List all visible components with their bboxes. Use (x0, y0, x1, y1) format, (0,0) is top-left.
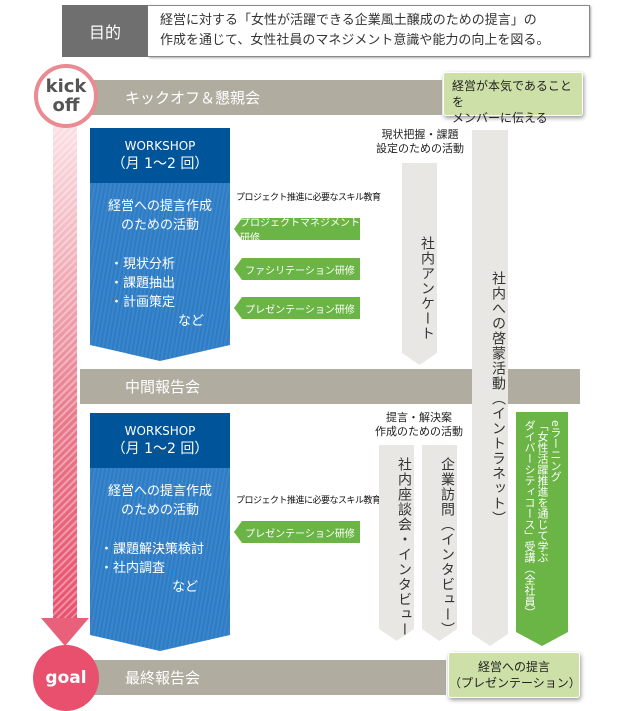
label-line: 作成のための活動 (375, 425, 463, 438)
workshop-frequency: （月 1〜2 回） (111, 441, 209, 457)
activity-title: のための活動 (120, 218, 199, 233)
purpose-text: 経営に対する「女性が活躍できる企業風土醸成のための提言」の作成を通じて、女性社員… (148, 5, 590, 57)
note-line: （プレゼンテーション） (449, 676, 581, 690)
survey-column: 社内アンケート (402, 163, 437, 365)
workshop-1: WORKSHOP （月 1〜2 回） 経営への提言作成のための活動 ・現状分析・課… (90, 128, 230, 361)
activity-title: 経営への提言作成 (107, 199, 212, 214)
activity-item: ・課題抽出 (110, 276, 176, 291)
band-kickoff: キックオフ＆懇親会 (80, 80, 442, 115)
training-tag: プロジェクトマネジメント研修 (234, 218, 360, 240)
workshop-header: WORKSHOP （月 1〜2 回） (90, 413, 230, 468)
elearning-line: ダイバーシティコース」受講（全社員） (523, 420, 536, 618)
activity-item: ・課題解決策検討 (100, 542, 205, 557)
timeline-arrow-shaft (53, 126, 77, 620)
elearning-line: 「女性活躍推進を通じて学ぶ (536, 420, 549, 563)
roundtable-column: 社内座談会・インタビュー (379, 445, 414, 641)
activity-title: 経営への提言作成 (107, 484, 212, 499)
timeline-arrow-head (41, 618, 89, 646)
workshop-body: 経営への提言作成のための活動 ・現状分析・課題抽出・計画策定など (90, 183, 230, 361)
final-note: 経営への提言 （プレゼンテーション） (448, 652, 581, 698)
workshop-frequency: （月 1〜2 回） (111, 156, 209, 172)
workshop-body: 経営への提言作成のための活動 ・課題解決策検討・社内調査など (90, 468, 230, 651)
workshop-title: WORKSHOP (124, 139, 196, 153)
company-visit-column: 企業訪問（インタビュー） (422, 445, 457, 641)
elearning-line: eラーニング (549, 420, 562, 482)
skill-label: プロジェクト推進に必要なスキル教育 (236, 496, 381, 506)
activity-item: ・計画策定 (110, 295, 176, 310)
training-tag: プレゼンテーション研修 (234, 297, 360, 319)
training-tag: プレゼンテーション研修 (234, 521, 360, 543)
activity-item: ・現状分析 (110, 257, 176, 272)
band-final: 最終報告会 (80, 660, 446, 695)
workshop-header: WORKSHOP （月 1〜2 回） (90, 128, 230, 183)
activity-etc: など (172, 580, 199, 595)
intranet-column: 社内への啓蒙活動（イントラネット） (472, 130, 508, 646)
goal-circle: goal (33, 645, 99, 711)
activity-item: ・社内調査 (100, 561, 166, 576)
label-line: 現状把握・課題 (381, 128, 459, 141)
kickoff-text: off (52, 95, 80, 116)
activity-title: のための活動 (120, 503, 199, 518)
elearning-column: eラーニング「女性活躍推進を通じて学ぶダイバーシティコース」受講（全社員） (516, 412, 568, 646)
purpose-label: 目的 (62, 5, 148, 57)
purpose-line: 作成を通じて、女性社員のマネジメント意識や能力の向上を図る。 (160, 33, 550, 48)
purpose-line: 経営に対する「女性が活躍できる企業風土醸成のための提言」の (160, 13, 537, 28)
phase1-label: 現状把握・課題設定のための活動 (370, 128, 470, 156)
kickoff-text: kick (45, 76, 87, 97)
workshop-title: WORKSHOP (124, 424, 196, 438)
label-line: 設定のための活動 (376, 142, 464, 155)
kickoff-note: 経営が本気であることをメンバーに伝える (443, 72, 583, 125)
note-line: 経営が本気であることを (452, 79, 572, 109)
phase2-label: 提言・解決案作成のための活動 (372, 411, 466, 439)
workshop-2: WORKSHOP （月 1〜2 回） 経営への提言作成のための活動 ・課題解決策検… (90, 413, 230, 651)
label-line: 提言・解決案 (386, 411, 452, 424)
training-tag: ファシリテーション研修 (234, 258, 360, 280)
activity-etc: など (178, 314, 205, 329)
skill-label: プロジェクト推進に必要なスキル教育 (236, 193, 381, 203)
note-line: 経営への提言 (477, 660, 550, 674)
note-line: メンバーに伝える (452, 111, 548, 125)
